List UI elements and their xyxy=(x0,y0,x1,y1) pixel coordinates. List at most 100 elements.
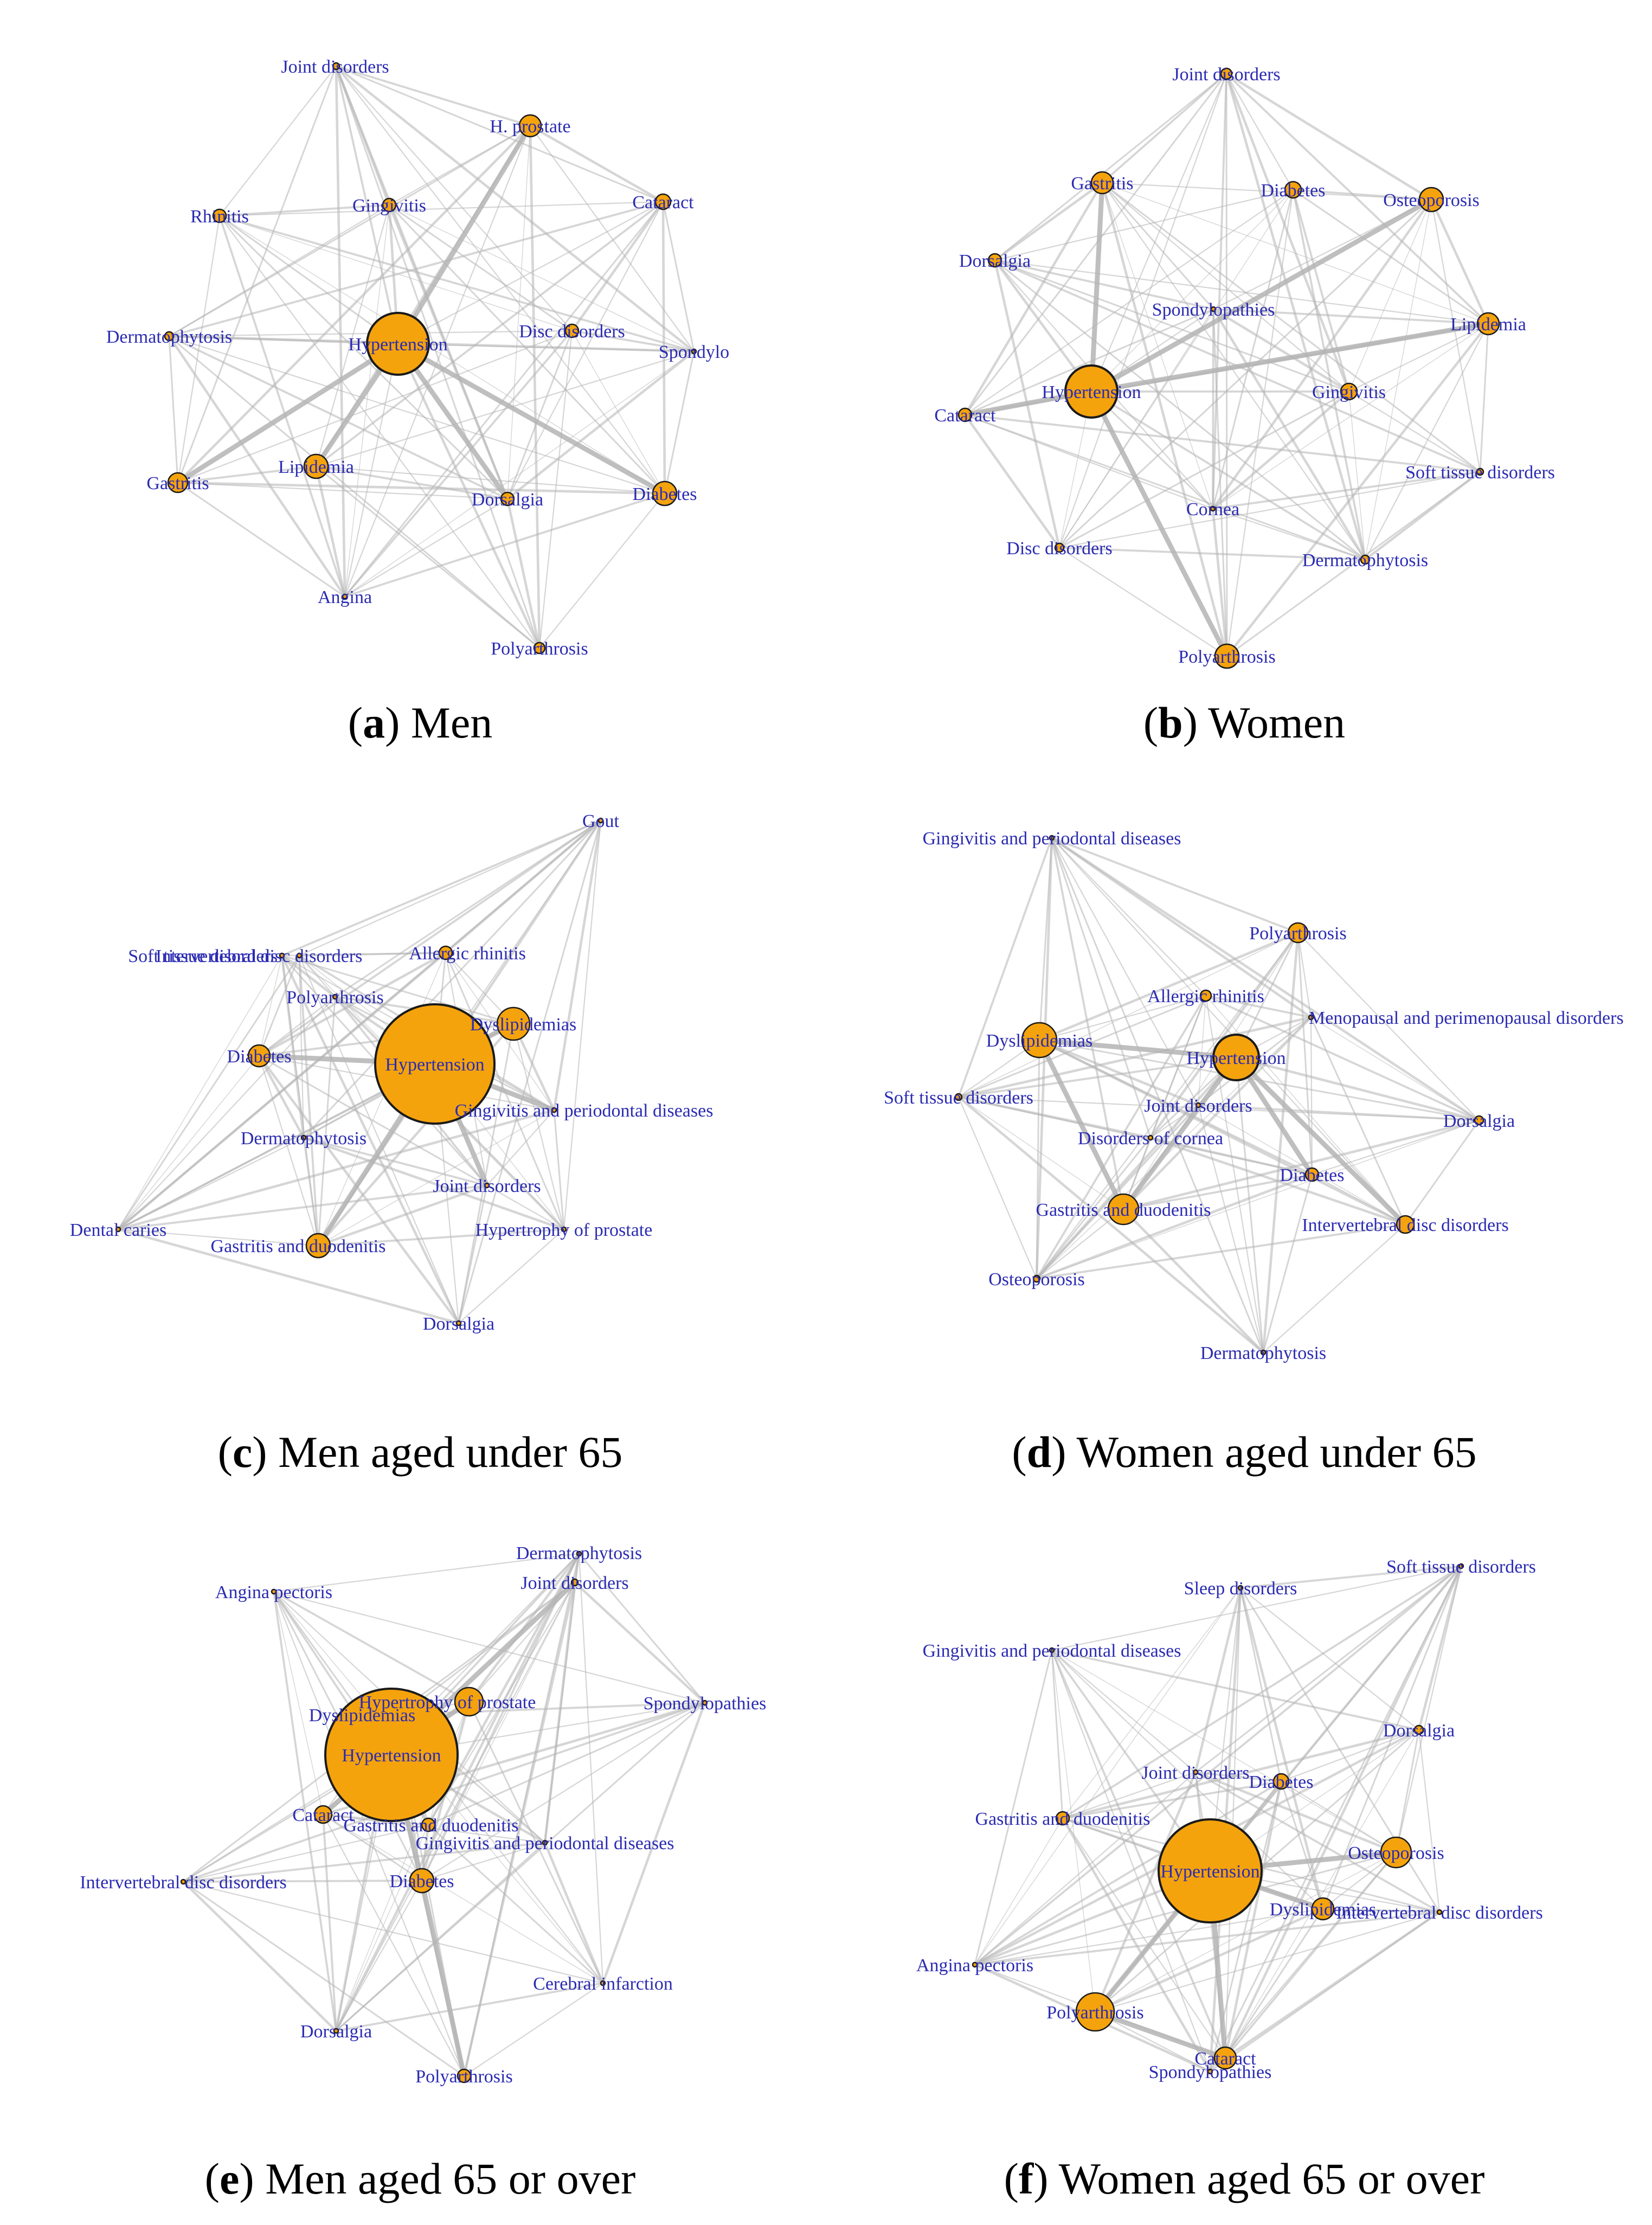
label-b-spondylo: Spondylopathies xyxy=(1152,300,1275,320)
edge-a-hprostate-gastritis xyxy=(176,124,532,484)
edge-b-gastritis-hyper xyxy=(1089,180,1105,394)
label-d-cornea: Disorders of cornea xyxy=(1078,1128,1223,1149)
label-d-softtissue: Soft tissue disorders xyxy=(884,1088,1033,1108)
edge-c-joint-dorsalgia xyxy=(458,1184,488,1324)
node-f-angina xyxy=(972,1961,978,1968)
label-a-dorsalgia: Dorsalgia xyxy=(472,490,543,510)
edge-a-joint-gastritis xyxy=(177,65,337,484)
panel-f-edges xyxy=(973,1564,1463,2073)
label-d-gastritis: Gastritis and duodenitis xyxy=(1036,1200,1211,1220)
edge-a-hprostate-angina xyxy=(344,125,531,598)
edge-b-osteoporosis-dermato xyxy=(1365,199,1432,560)
caption-f: (f) Women aged 65 or over xyxy=(1004,2154,1485,2203)
node-b-cataract xyxy=(957,407,973,422)
edge-a-hyper-polyarthrosis xyxy=(396,342,541,650)
node-b-diabetes xyxy=(1284,181,1302,199)
edge-d-polyarthrosis-menopausal xyxy=(1297,932,1312,1018)
node-d-cornea xyxy=(1147,1134,1154,1141)
edge-f-sleep-diabetes xyxy=(1239,1587,1282,1782)
label-a-spondylo: Spondylo xyxy=(659,342,729,362)
edge-d-joint-cornea xyxy=(1149,1104,1199,1139)
edge-b-joint-cataract xyxy=(964,73,1227,416)
edge-e-gingivitis-diabetes xyxy=(421,1842,546,1882)
edge-e-gingivitis-cerebral xyxy=(543,1841,605,1985)
edge-f-gingivitis-angina xyxy=(974,1649,1053,1966)
edge-c-dental-gastritis xyxy=(117,1228,319,1247)
edge-a-disc-gastritis xyxy=(177,330,573,484)
label-d-polyarthrosis: Polyarthrosis xyxy=(1249,924,1346,944)
edge-a-joint-diabetes xyxy=(335,65,666,495)
edge-a-dermato-gastritis xyxy=(168,335,179,484)
edge-c-dermato-gastritis xyxy=(303,1137,319,1247)
edge-e-dermato-cerebral xyxy=(578,1553,604,1984)
edge-d-gingivitis-osteoporosis xyxy=(1035,836,1053,1280)
edge-d-menopausal-dorsalgia xyxy=(1310,1017,1480,1121)
edge-a-gastritis-angina xyxy=(177,482,346,598)
label-b-cataract: Cataract xyxy=(934,406,996,426)
node-a-dorsalgia xyxy=(500,491,515,506)
edge-e-angina-hprostate xyxy=(273,1591,470,1703)
edge-d-allergic-dorsalgia xyxy=(1205,995,1480,1121)
edge-d-dorsalgia-osteoporosis xyxy=(1036,1120,1480,1279)
edge-a-cataract-angina xyxy=(344,201,664,598)
label-b-hyper: Hypertension xyxy=(1042,382,1141,402)
edge-e-cataract-polyarthrosis xyxy=(322,1813,465,2077)
label-a-rhinitis: Rhinitis xyxy=(190,207,249,227)
label-a-lipidemia: Lipidemia xyxy=(278,457,354,477)
node-c-dermato xyxy=(300,1134,307,1141)
node-f-dyslipidemias xyxy=(1311,1897,1335,1921)
caption-c-text: Men aged under 65 xyxy=(267,1427,623,1477)
edge-b-osteoporosis-disc xyxy=(1058,198,1432,549)
edge-a-lipidemia-angina xyxy=(314,465,346,598)
edge-d-menopausal-osteoporosis xyxy=(1036,1017,1312,1279)
label-c-diabetes: Diabetes xyxy=(227,1047,292,1067)
edge-b-lipidemia-softtissue xyxy=(1479,323,1489,473)
label-e-hyper: Hypertension xyxy=(342,1746,441,1766)
edge-b-spondylo-gingivitis xyxy=(1212,307,1351,393)
node-c-joint xyxy=(484,1182,490,1189)
label-d-diabetes: Diabetes xyxy=(1280,1165,1345,1185)
edge-f-gingivitis-gastritis xyxy=(1051,1649,1064,1819)
edge-b-osteoporosis-lipidemia xyxy=(1430,198,1490,325)
edge-b-diabetes-cataract xyxy=(964,189,1294,416)
edge-f-softtissue-spondylo xyxy=(1209,1565,1462,2073)
caption-e-text: Men aged 65 or over xyxy=(254,2154,636,2203)
label-c-dyslipidemias: Dyslipidemias xyxy=(470,1015,576,1035)
edge-d-menopausal-diabetes xyxy=(1310,1016,1313,1176)
edge-f-gingivitis-joint xyxy=(1051,1649,1197,1773)
node-d-menopausal xyxy=(1308,1014,1314,1021)
edge-f-sleep-dorsalgia xyxy=(1239,1587,1420,1731)
node-f-diabetes xyxy=(1272,1773,1290,1790)
label-e-spondylo: Spondylopathies xyxy=(644,1694,767,1714)
label-c-dorsalgia: Dorsalgia xyxy=(423,1314,494,1334)
label-e-hprostate: Hypertrophy of prostate xyxy=(359,1692,536,1713)
edge-a-spondylo-dorsalgia xyxy=(506,350,696,501)
edge-b-softtissue-cornea xyxy=(1212,471,1481,510)
node-f-osteoporosis xyxy=(1380,1836,1412,1869)
edge-b-joint-lipidemia xyxy=(1225,73,1489,325)
node-f-hyper xyxy=(1158,1818,1263,1923)
edge-e-joint-gastritis xyxy=(427,1581,576,1826)
edge-c-intervertebral-diabetes xyxy=(258,954,300,1057)
caption-f-letter: f xyxy=(1019,2154,1034,2203)
edge-f-gastritis-spondylo xyxy=(1061,1817,1212,2073)
panel-d-edges xyxy=(957,836,1481,1354)
edge-a-rhinitis-hyper xyxy=(218,215,399,345)
node-f-sleep xyxy=(1237,1585,1244,1591)
edge-f-dyslipidemias-angina xyxy=(974,1908,1324,1966)
edge-b-gastritis-cataract xyxy=(963,181,1104,416)
edge-b-spondylo-cataract xyxy=(964,308,1214,416)
node-c-gout xyxy=(597,817,604,824)
edge-b-dorsalgia-dermato xyxy=(994,259,1366,561)
node-d-joint xyxy=(1195,1102,1201,1108)
edge-d-gingivitis-allergic xyxy=(1051,837,1207,997)
node-a-lipidemia xyxy=(303,453,329,479)
node-a-gingivitis xyxy=(382,197,397,213)
edge-b-hyper-dermato xyxy=(1090,390,1366,561)
label-b-lipidemia: Lipidemia xyxy=(1450,315,1526,335)
edge-b-joint-disc xyxy=(1058,73,1227,549)
edge-a-hprostate-spondylo xyxy=(529,125,695,352)
label-b-softtissue: Soft tissue disorders xyxy=(1405,463,1555,483)
edge-f-softtissue-osteoporosis xyxy=(1395,1565,1462,1854)
edge-e-dermato-angina xyxy=(273,1553,580,1593)
